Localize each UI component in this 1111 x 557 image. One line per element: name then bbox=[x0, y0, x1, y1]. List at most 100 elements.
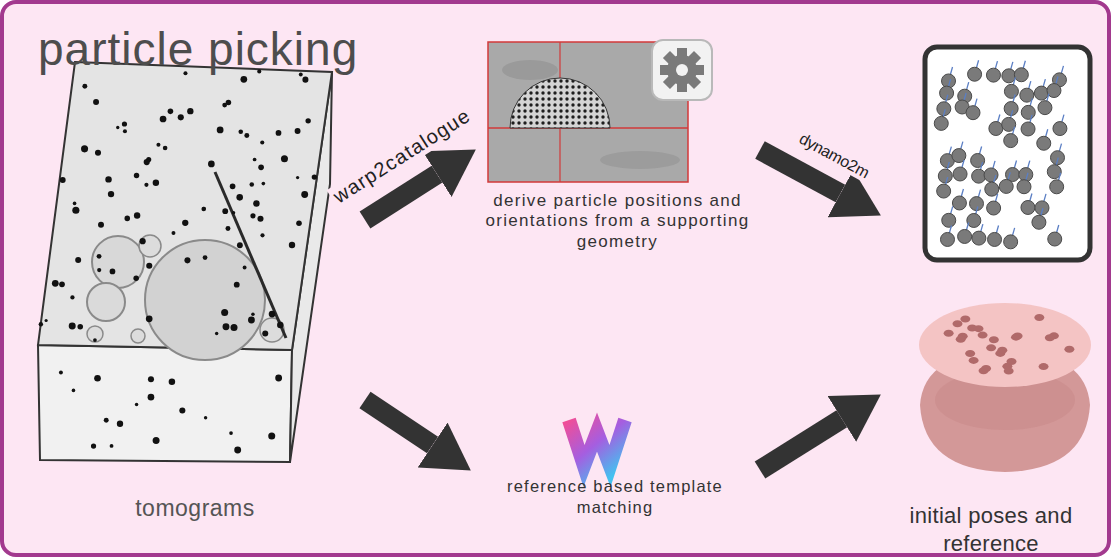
illustration-part bbox=[131, 329, 145, 343]
illustration-part bbox=[123, 129, 127, 133]
illustration-part bbox=[969, 197, 983, 211]
illustration-part bbox=[937, 177, 951, 198]
illustration-part bbox=[268, 433, 275, 440]
illustration-part bbox=[1050, 173, 1064, 194]
illustration-part bbox=[93, 99, 99, 105]
illustration-part bbox=[984, 161, 998, 182]
illustration-part bbox=[986, 68, 1000, 82]
illustration-part bbox=[925, 47, 1090, 260]
illustration-part bbox=[1007, 358, 1017, 365]
illustration-part bbox=[1050, 180, 1064, 194]
illustration-part bbox=[919, 303, 1091, 387]
illustration-part bbox=[1014, 61, 1028, 82]
illustration-part bbox=[968, 60, 982, 81]
illustration-part bbox=[652, 40, 712, 100]
illustration-part bbox=[1021, 115, 1035, 136]
illustration-part bbox=[248, 317, 255, 324]
illustration-part bbox=[971, 153, 985, 167]
illustration-part bbox=[952, 142, 966, 163]
illustration-part bbox=[91, 443, 96, 448]
step-text-block: tomograms bbox=[85, 495, 305, 523]
illustration-part bbox=[281, 155, 288, 162]
illustration-part bbox=[1038, 101, 1052, 115]
step-label: tomograms bbox=[85, 495, 305, 523]
illustration-part bbox=[146, 263, 152, 269]
illustration-part bbox=[153, 437, 160, 444]
step-label: initial poses and reference bbox=[891, 502, 1091, 557]
illustration-part bbox=[257, 216, 263, 222]
illustration-part bbox=[312, 174, 317, 179]
illustration-part bbox=[296, 220, 302, 226]
illustration-part bbox=[240, 76, 247, 83]
gear-icon bbox=[660, 48, 704, 92]
illustration-part bbox=[98, 222, 104, 228]
step-text-block: initial poses and reference bbox=[891, 502, 1091, 557]
step-text-block: reference based template matching bbox=[505, 476, 725, 517]
illustration-part bbox=[232, 211, 236, 215]
illustration-part bbox=[1021, 200, 1035, 214]
illustration-part bbox=[116, 126, 119, 129]
illustration-part bbox=[600, 151, 680, 169]
illustration-part bbox=[72, 389, 76, 393]
illustration-part bbox=[77, 324, 83, 330]
illustration-part bbox=[302, 77, 308, 83]
illustration-part bbox=[269, 311, 276, 318]
illustration-part bbox=[93, 338, 97, 342]
illustration-part bbox=[1004, 77, 1018, 98]
illustration-part bbox=[988, 225, 1002, 246]
picking-step: derive particle positions and orientatio… bbox=[475, 35, 760, 258]
illustration-part bbox=[305, 118, 310, 123]
illustration-part bbox=[275, 375, 282, 382]
illustration-part bbox=[104, 418, 109, 423]
illustration-part bbox=[989, 336, 999, 343]
illustration-part bbox=[45, 319, 48, 322]
illustration-part bbox=[122, 121, 127, 126]
illustration-part bbox=[942, 213, 956, 227]
illustration-part bbox=[75, 257, 81, 263]
illustration-part bbox=[1053, 115, 1067, 136]
illustration-part bbox=[937, 184, 951, 198]
flow-arrow bbox=[365, 400, 433, 445]
tomogram-cube bbox=[38, 62, 332, 462]
illustration-part bbox=[187, 108, 193, 114]
illustration-part bbox=[108, 191, 114, 197]
illustration-part bbox=[237, 242, 243, 248]
illustration-part bbox=[988, 232, 1002, 246]
flow-arrow bbox=[760, 419, 842, 470]
illustration-part bbox=[95, 150, 101, 156]
illustration-part bbox=[940, 232, 954, 246]
illustration-part bbox=[139, 235, 161, 257]
illustration-part bbox=[997, 347, 1007, 354]
illustration-part bbox=[160, 116, 167, 123]
illustration-part bbox=[87, 283, 125, 321]
illustration-part bbox=[965, 350, 975, 357]
step-label: reference based template matching bbox=[505, 476, 725, 517]
illustration-part bbox=[1045, 334, 1055, 341]
illustration-part bbox=[82, 84, 87, 89]
illustration-part bbox=[156, 143, 160, 147]
illustration-part bbox=[1032, 208, 1046, 229]
particle-box bbox=[925, 47, 1090, 260]
illustration-part bbox=[168, 109, 174, 115]
illustration-part bbox=[73, 202, 77, 206]
illustration-part bbox=[110, 269, 116, 275]
illustration-part bbox=[244, 133, 249, 138]
illustration-part bbox=[153, 179, 159, 185]
illustration-part bbox=[999, 179, 1013, 193]
illustration-part bbox=[1032, 215, 1046, 229]
illustration-part bbox=[1047, 158, 1061, 179]
illustration-part bbox=[1004, 235, 1018, 249]
illustration-part bbox=[226, 226, 231, 231]
illustration-part bbox=[1021, 193, 1035, 214]
illustration-part bbox=[72, 207, 79, 214]
illustration-part bbox=[1002, 62, 1016, 83]
illustration-part bbox=[972, 162, 986, 183]
illustration-part bbox=[70, 295, 74, 299]
illustration-part bbox=[1021, 98, 1035, 119]
illustration-part bbox=[1021, 105, 1035, 119]
illustration-part bbox=[1017, 173, 1031, 194]
illustration-part bbox=[250, 213, 255, 218]
illustration-part bbox=[38, 345, 292, 462]
illustration-part bbox=[179, 407, 185, 413]
illustration-part bbox=[97, 254, 102, 259]
